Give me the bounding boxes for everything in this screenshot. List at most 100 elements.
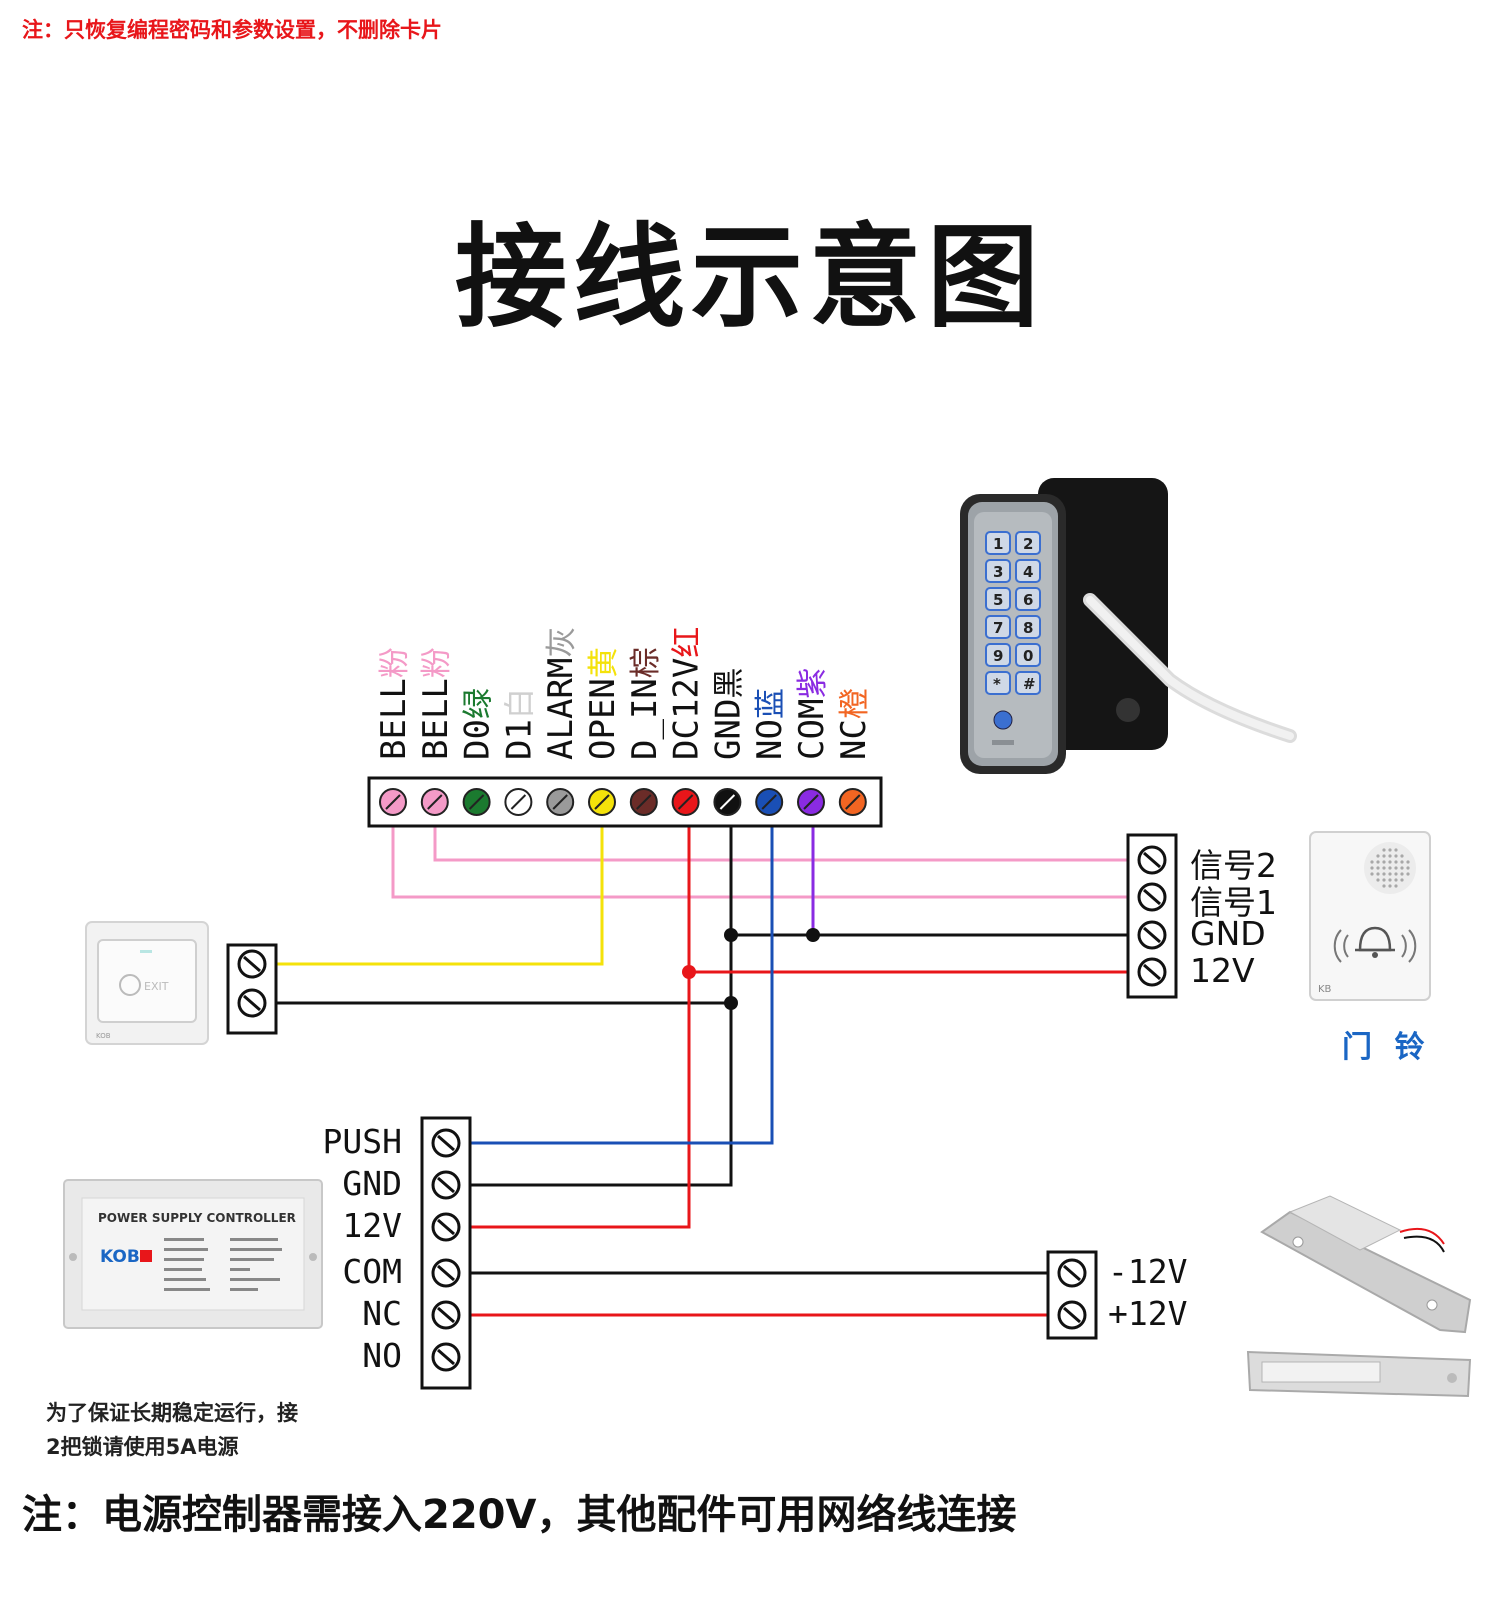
diagram-title: 接线示意图 [455, 213, 1045, 343]
pin-label: ALARM灰 [541, 627, 581, 760]
keypad-key [1015, 671, 1041, 695]
terminal-pin [379, 788, 407, 816]
screw-slot [1063, 1264, 1081, 1282]
magnetic-lock [1246, 1350, 1472, 1398]
pin-name: COM [792, 699, 832, 760]
wire-open [275, 818, 604, 966]
doorbell-device: KB [1309, 831, 1431, 1001]
terminal-pin [546, 788, 575, 816]
pin-label: D0绿 [458, 688, 498, 760]
terminal-pin [713, 788, 742, 816]
pin-name: NC [834, 719, 874, 760]
psu-note-line: 为了保证长期稳定运行，接 [46, 1401, 298, 1425]
electric-bolt-lock [1260, 1195, 1472, 1334]
top-note: 注：只恢复编程密码和参数设置，不删除卡片 [22, 18, 442, 42]
wires [275, 818, 1128, 1317]
pin-label: BELL粉 [416, 647, 456, 760]
terminal-label: NO [362, 1336, 402, 1375]
pin-label: NO蓝 [750, 688, 790, 760]
keypad-key [985, 587, 1011, 611]
pin-label: GND黑 [708, 668, 748, 760]
pin-name: ALARM [541, 658, 581, 760]
keypad-key-label: 9 [993, 647, 1003, 665]
pin-slash [803, 794, 819, 810]
pin-color-label: 白 [502, 688, 538, 719]
junction-dot [724, 996, 738, 1010]
screw-slot [1143, 851, 1161, 869]
keypad-key-label: * [993, 675, 1001, 693]
keypad-key [1015, 587, 1041, 611]
pin-slash [427, 794, 443, 810]
pin-slash [594, 794, 610, 810]
pin-color-label: 绿 [461, 688, 497, 719]
screw-slot [243, 994, 261, 1012]
terminal-pin [629, 788, 658, 816]
pin-name: D0 [458, 719, 498, 760]
pin-slash [552, 794, 568, 810]
screw-slot [437, 1348, 455, 1366]
screw-slot [437, 1218, 455, 1236]
lock-terminal [1046, 1250, 1098, 1340]
terminal-label: 12V [342, 1206, 402, 1245]
pin-name: OPEN [583, 678, 623, 760]
pin-color-label: 粉 [377, 647, 413, 678]
pin-slash [845, 794, 861, 810]
keypad-key-label: 7 [993, 619, 1003, 637]
pin-slash [636, 794, 652, 810]
keypad-key-label: 4 [1023, 563, 1033, 581]
keypad-key-label: # [1023, 675, 1036, 693]
psu-note: 为了保证长期稳定运行，接 2把锁请使用5A电源 [46, 1396, 298, 1464]
terminal-label: NC [362, 1294, 402, 1333]
terminal-label: -12V [1108, 1252, 1188, 1291]
terminal-pin [838, 788, 867, 816]
terminal-label: +12V [1108, 1294, 1188, 1333]
screw-slot [1143, 926, 1161, 944]
doorbell-terminal [1126, 833, 1178, 999]
wire-12v-main [468, 818, 691, 1229]
pin-slash [468, 794, 485, 810]
pin-slash [761, 794, 777, 810]
junction-dot [806, 928, 820, 942]
terminal-label: GND [342, 1164, 402, 1203]
terminal-pin [797, 788, 825, 816]
keypad-key [1015, 615, 1041, 639]
pin-label: NC橙 [834, 688, 874, 760]
screw-slot [1063, 1306, 1081, 1324]
pin-label: D_IN棕 [625, 647, 665, 760]
terminal-label: GND [1190, 914, 1266, 953]
pin-slash [677, 794, 694, 810]
doorbell-caption: 门 铃 [1342, 1030, 1431, 1065]
pin-color-label: 黄 [586, 647, 622, 678]
keypad-key-label: 3 [993, 563, 1003, 581]
terminal-pin [504, 788, 533, 816]
pin-color-label: 棕 [628, 647, 664, 678]
keypad-key [985, 559, 1011, 583]
pin-name: D_IN [625, 678, 665, 760]
wire-no-push [468, 818, 774, 1145]
psu-device-brand: KOB [100, 1247, 140, 1267]
wire-bell-1 [391, 818, 1128, 899]
screw-slot [437, 1264, 455, 1282]
pin-slash [719, 794, 736, 810]
terminal-pin [462, 788, 491, 816]
terminal-label: 信号2 [1190, 846, 1277, 885]
keypad-key-label: 0 [1023, 647, 1033, 665]
keypad-key-label: 8 [1023, 619, 1033, 637]
keypad-key [985, 531, 1011, 555]
terminal-pin [671, 788, 700, 816]
exit-button-device: EXIT KOB [85, 921, 209, 1045]
svg-text:KB: KB [1318, 984, 1332, 995]
terminal-pin [420, 788, 449, 816]
pin-name: NO [750, 719, 790, 760]
pin-slash [385, 794, 401, 810]
exit-button-terminal [226, 943, 278, 1035]
keypad-key [1015, 559, 1041, 583]
screw-slot [1143, 963, 1161, 981]
junction-dot [724, 928, 738, 942]
pin-label: BELL粉 [374, 647, 414, 760]
keypad-key [1015, 643, 1041, 667]
pin-color-label: 黑 [711, 668, 747, 699]
